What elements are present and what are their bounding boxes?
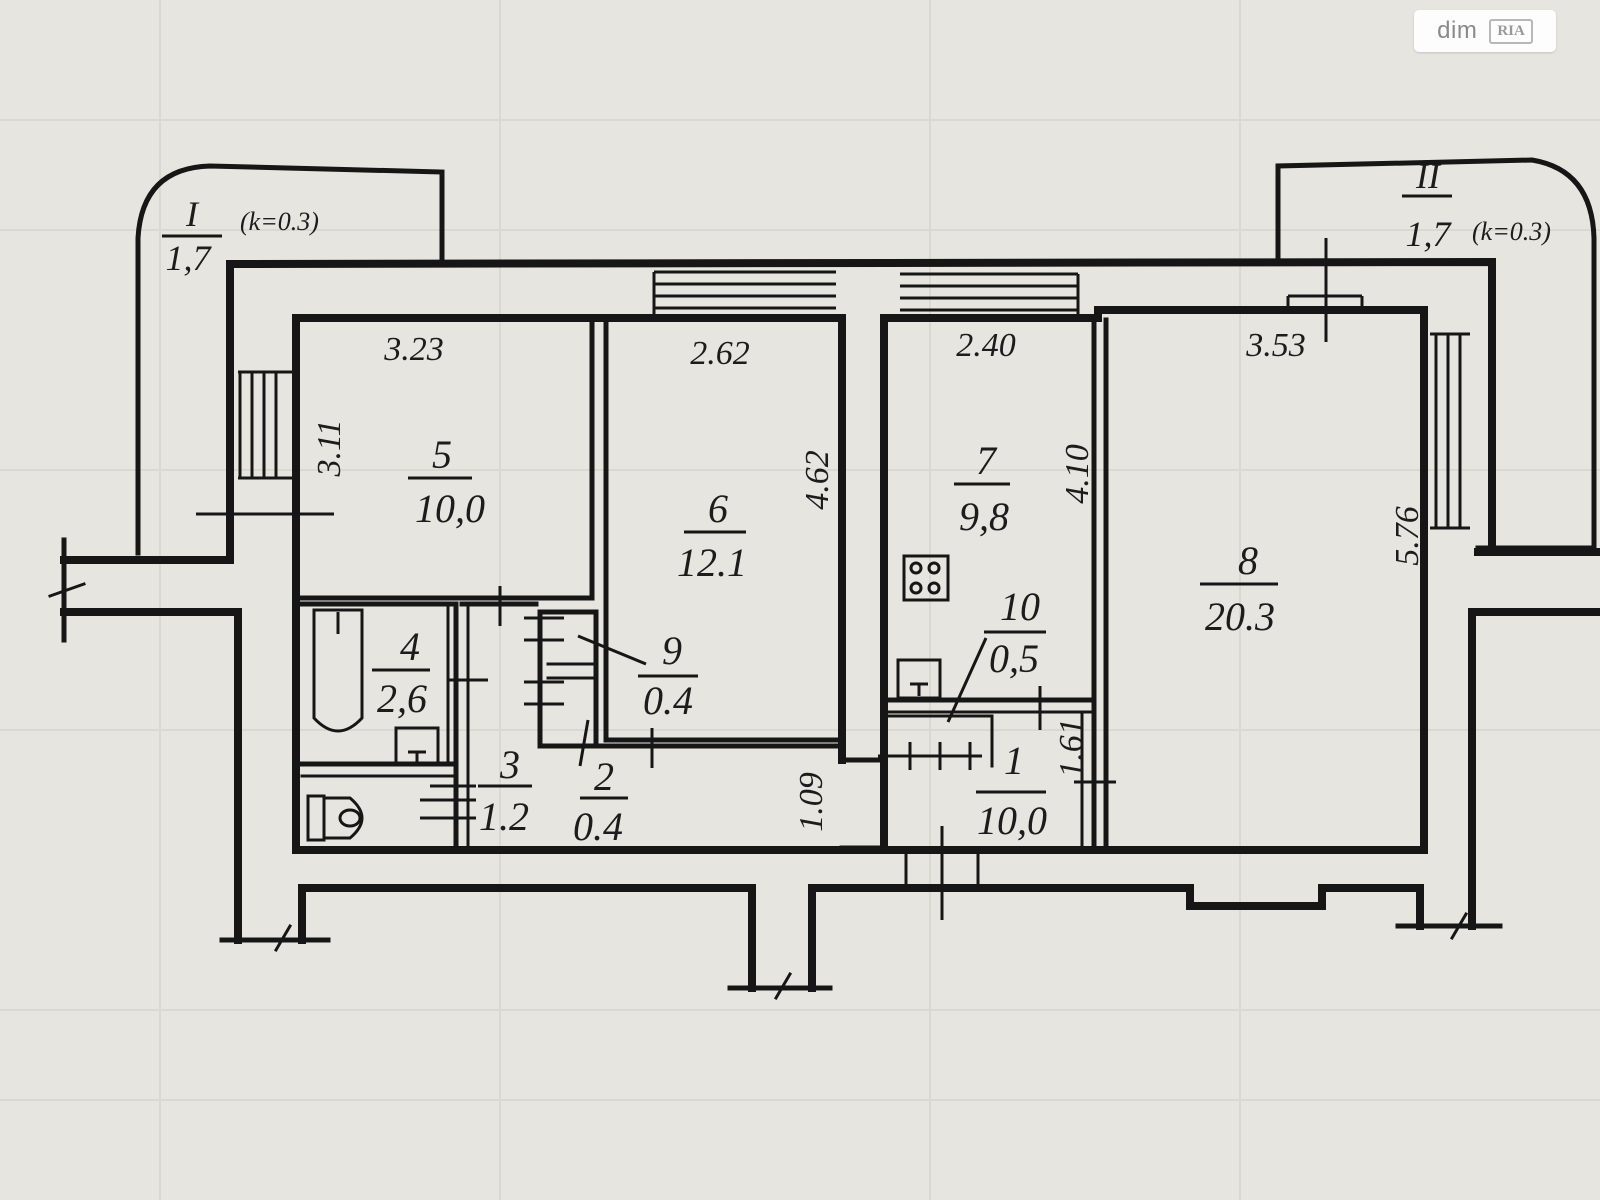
room-1-area: 10,0 [977, 798, 1047, 843]
balcony-2-door [1286, 238, 1364, 342]
balcony-1-label: I 1,7 (k=0.3) [166, 194, 319, 278]
bathroom-sink [394, 726, 440, 766]
balcony-1-outline [135, 163, 445, 556]
room-1-number: 1 [1004, 738, 1024, 783]
balcony-1-id: I [185, 194, 200, 234]
hall-depth: 1.61 [1053, 718, 1090, 778]
balcony-2-outline [1275, 157, 1597, 551]
balcony-2-area: 1,7 [1406, 214, 1453, 254]
balcony-1-coef: (k=0.3) [240, 207, 319, 236]
balcony-1-area: 1,7 [166, 238, 213, 278]
room-8-area: 20.3 [1205, 594, 1275, 639]
door-marks [196, 512, 1116, 920]
window-room7 [900, 272, 1080, 314]
room-8-number: 8 [1238, 538, 1258, 583]
room-3-area: 1.2 [479, 794, 529, 839]
room-10-number: 10 [1000, 584, 1040, 629]
fraction-bars [162, 194, 1452, 800]
room-4-area: 2,6 [377, 676, 427, 721]
corridor-depth: 1.09 [793, 772, 830, 832]
room-8-width: 3.53 [1245, 327, 1306, 364]
room-10-area: 0,5 [989, 636, 1039, 681]
room-8-depth: 5.76 [1389, 506, 1426, 566]
leader-lines [430, 634, 988, 788]
window-room5 [238, 370, 292, 480]
room-6-number: 6 [708, 486, 728, 531]
room-2-area: 0.4 [573, 804, 623, 849]
room-7-depth: 4.10 [1059, 444, 1096, 504]
room-9-number: 9 [662, 628, 682, 673]
room-6-area: 12.1 [677, 540, 747, 585]
room-4-number: 4 [400, 624, 420, 669]
watermark-badge: RIA [1489, 18, 1533, 44]
watermark-text: dim [1437, 17, 1478, 44]
kitchen-sink [896, 658, 942, 700]
room-5-depth: 3.11 [311, 420, 348, 478]
balcony-2-id: II [1415, 156, 1442, 196]
room-7-area: 9,8 [959, 494, 1009, 539]
room-5-area: 10,0 [415, 486, 485, 531]
room-7-number: 7 [976, 438, 998, 483]
room-6-width: 2.62 [690, 335, 750, 372]
room-5-number: 5 [432, 432, 452, 477]
windows [238, 238, 1470, 530]
balcony-2-coef: (k=0.3) [1472, 217, 1551, 246]
dimension-labels: 3.23 2.62 2.40 3.53 3.11 4.62 4.10 5.76 … [311, 327, 1426, 832]
room-9-area: 0.4 [643, 678, 693, 723]
outer-walls [48, 257, 1600, 1001]
room-7-width: 2.40 [956, 327, 1016, 364]
room-2-number: 2 [594, 754, 614, 799]
bathtub [312, 608, 364, 733]
watermark-logo: dim RIA [1414, 10, 1556, 52]
room-6-depth: 4.62 [799, 450, 836, 510]
room-labels: 1 10,0 2 0.4 3 1.2 4 2,6 5 10,0 6 12.1 7… [377, 432, 1275, 849]
room-5-width: 3.23 [383, 331, 444, 368]
toilet [306, 794, 364, 842]
window-room8 [1430, 332, 1470, 530]
stove [902, 554, 950, 602]
window-room6 [652, 270, 836, 314]
balcony-2-label: II 1,7 (k=0.3) [1406, 156, 1551, 254]
room-3-number: 3 [499, 742, 520, 787]
